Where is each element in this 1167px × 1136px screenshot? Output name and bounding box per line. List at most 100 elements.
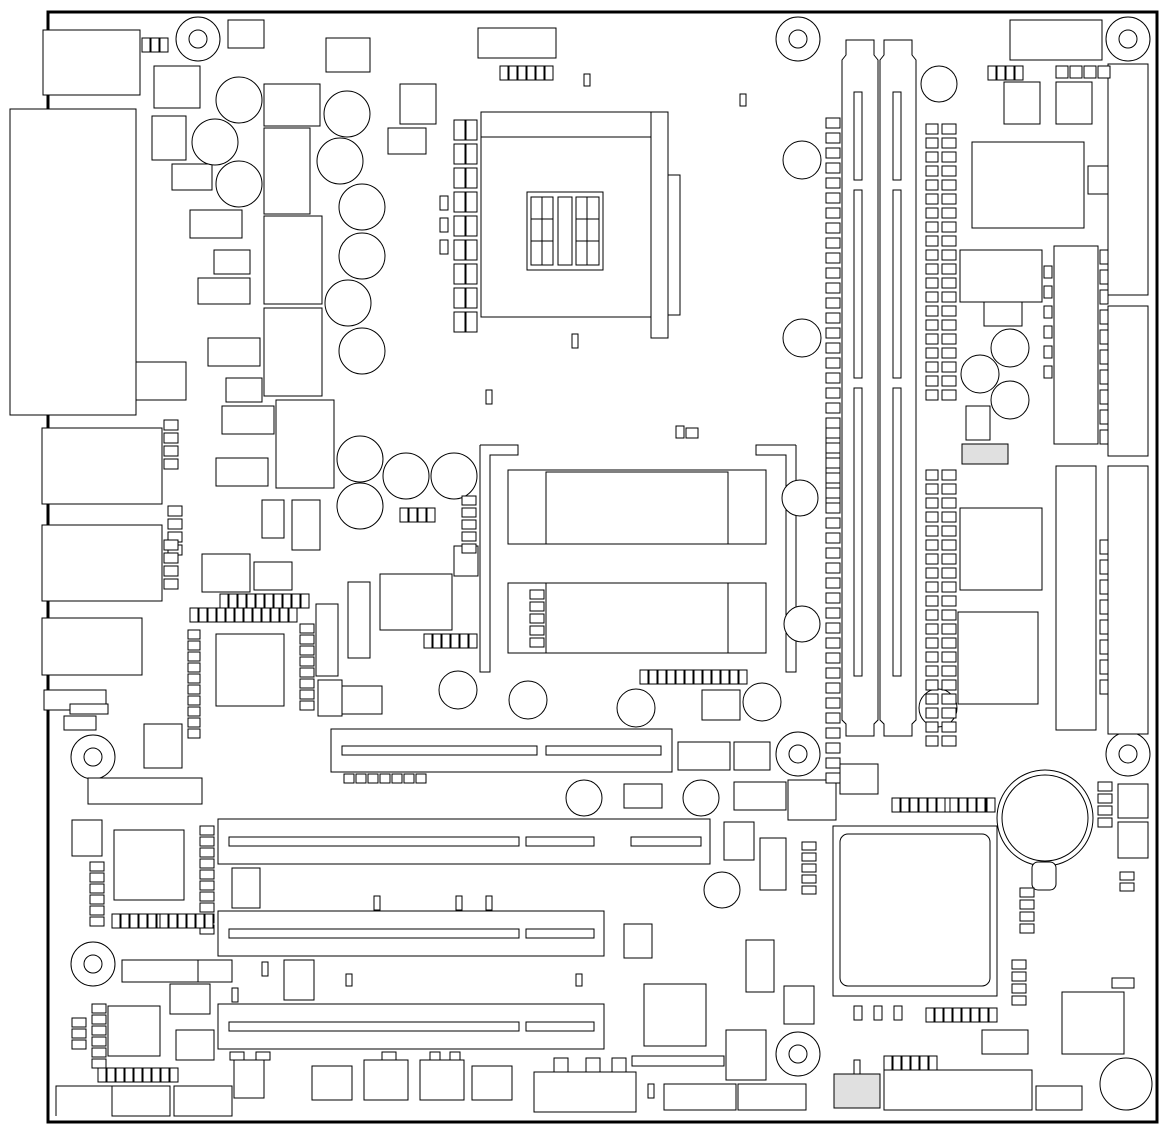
smd-component <box>941 151 957 163</box>
smd-component <box>925 319 939 331</box>
smd-component <box>1097 805 1113 816</box>
smd-component <box>825 457 841 469</box>
chip <box>959 507 1043 591</box>
smd-component <box>941 539 957 551</box>
rear-io-panel <box>9 29 163 711</box>
smd-component <box>204 913 214 929</box>
chip <box>623 783 663 809</box>
chip <box>1055 81 1093 125</box>
smd-component <box>423 633 433 649</box>
smd-component <box>925 539 939 551</box>
smd-component <box>261 607 271 623</box>
smd-component <box>825 697 841 709</box>
capacitor <box>990 380 1030 420</box>
connector <box>419 1059 465 1101</box>
smd-component <box>1099 289 1109 305</box>
smd-component <box>657 669 667 685</box>
smd-component <box>941 221 957 233</box>
smd-component <box>252 607 262 623</box>
smd-component <box>900 797 910 813</box>
capacitor <box>323 90 371 138</box>
smd-component <box>288 607 298 623</box>
capacitor <box>782 318 822 358</box>
capacitor <box>215 160 263 208</box>
mounting-hole <box>1105 731 1151 777</box>
chip <box>981 1029 1029 1055</box>
smd-component <box>825 682 841 694</box>
smd-component <box>529 589 545 600</box>
smd-component <box>187 684 201 695</box>
smd-component <box>825 577 841 589</box>
smd-component <box>228 593 238 609</box>
smd-component <box>825 372 841 384</box>
smd-component <box>1005 65 1015 81</box>
chip <box>1003 81 1041 125</box>
right-chips <box>957 81 1109 705</box>
smd-component <box>941 123 957 135</box>
smd-component <box>1055 65 1069 79</box>
header <box>1055 465 1097 731</box>
smd-component <box>273 593 283 609</box>
capacitor <box>990 328 1030 368</box>
smd-component <box>892 1055 902 1071</box>
mounting-hole <box>1105 16 1151 62</box>
smd-component <box>825 402 841 414</box>
smd-component <box>225 607 235 623</box>
smd-component <box>825 207 841 219</box>
smd-component <box>71 1028 87 1039</box>
choke <box>263 307 323 397</box>
smd-component <box>299 700 315 711</box>
smd-component <box>941 553 957 565</box>
smd-component <box>345 973 353 987</box>
smd-component <box>941 137 957 149</box>
capacitor <box>382 452 430 500</box>
smd-component <box>485 389 493 405</box>
smd-component <box>465 239 478 261</box>
chip <box>725 1029 767 1081</box>
smd-component <box>853 1005 863 1021</box>
smd-component <box>1099 349 1109 365</box>
capacitors <box>191 65 1030 909</box>
smd-component <box>517 65 527 81</box>
smd-component <box>465 287 478 309</box>
smd-component <box>925 193 939 205</box>
smd-component <box>508 65 518 81</box>
capacitor <box>781 479 819 517</box>
smd-component <box>89 894 105 905</box>
capacitor <box>508 680 548 720</box>
chip <box>171 163 213 191</box>
chip <box>701 689 741 721</box>
smd-component <box>403 773 415 784</box>
smd-component <box>941 165 957 177</box>
smd-component <box>639 669 649 685</box>
smd-component <box>925 735 939 747</box>
smd-component <box>299 667 315 678</box>
smd-component <box>199 902 215 913</box>
capacitor <box>1099 1057 1153 1111</box>
smd-component <box>919 1055 929 1071</box>
smd-component <box>111 913 121 929</box>
chip <box>379 573 453 631</box>
smd-component <box>255 593 265 609</box>
parallel-serial-connector <box>9 108 137 416</box>
smd-component <box>941 469 957 481</box>
capacitor <box>438 670 478 710</box>
chip <box>325 37 371 73</box>
smd-component <box>89 916 105 927</box>
header <box>111 1085 171 1117</box>
chip <box>253 561 293 591</box>
smd-component <box>925 637 939 649</box>
smd-component <box>163 552 179 564</box>
chip <box>315 603 339 677</box>
chip <box>221 405 275 435</box>
chip <box>291 499 321 551</box>
smd-component <box>343 773 355 784</box>
smd-component <box>970 1007 980 1023</box>
smd-component <box>199 858 215 869</box>
smd-component <box>825 592 841 604</box>
smd-component <box>1099 329 1109 345</box>
smd-component <box>801 841 817 851</box>
chip <box>231 867 261 909</box>
capacitor <box>338 183 386 231</box>
